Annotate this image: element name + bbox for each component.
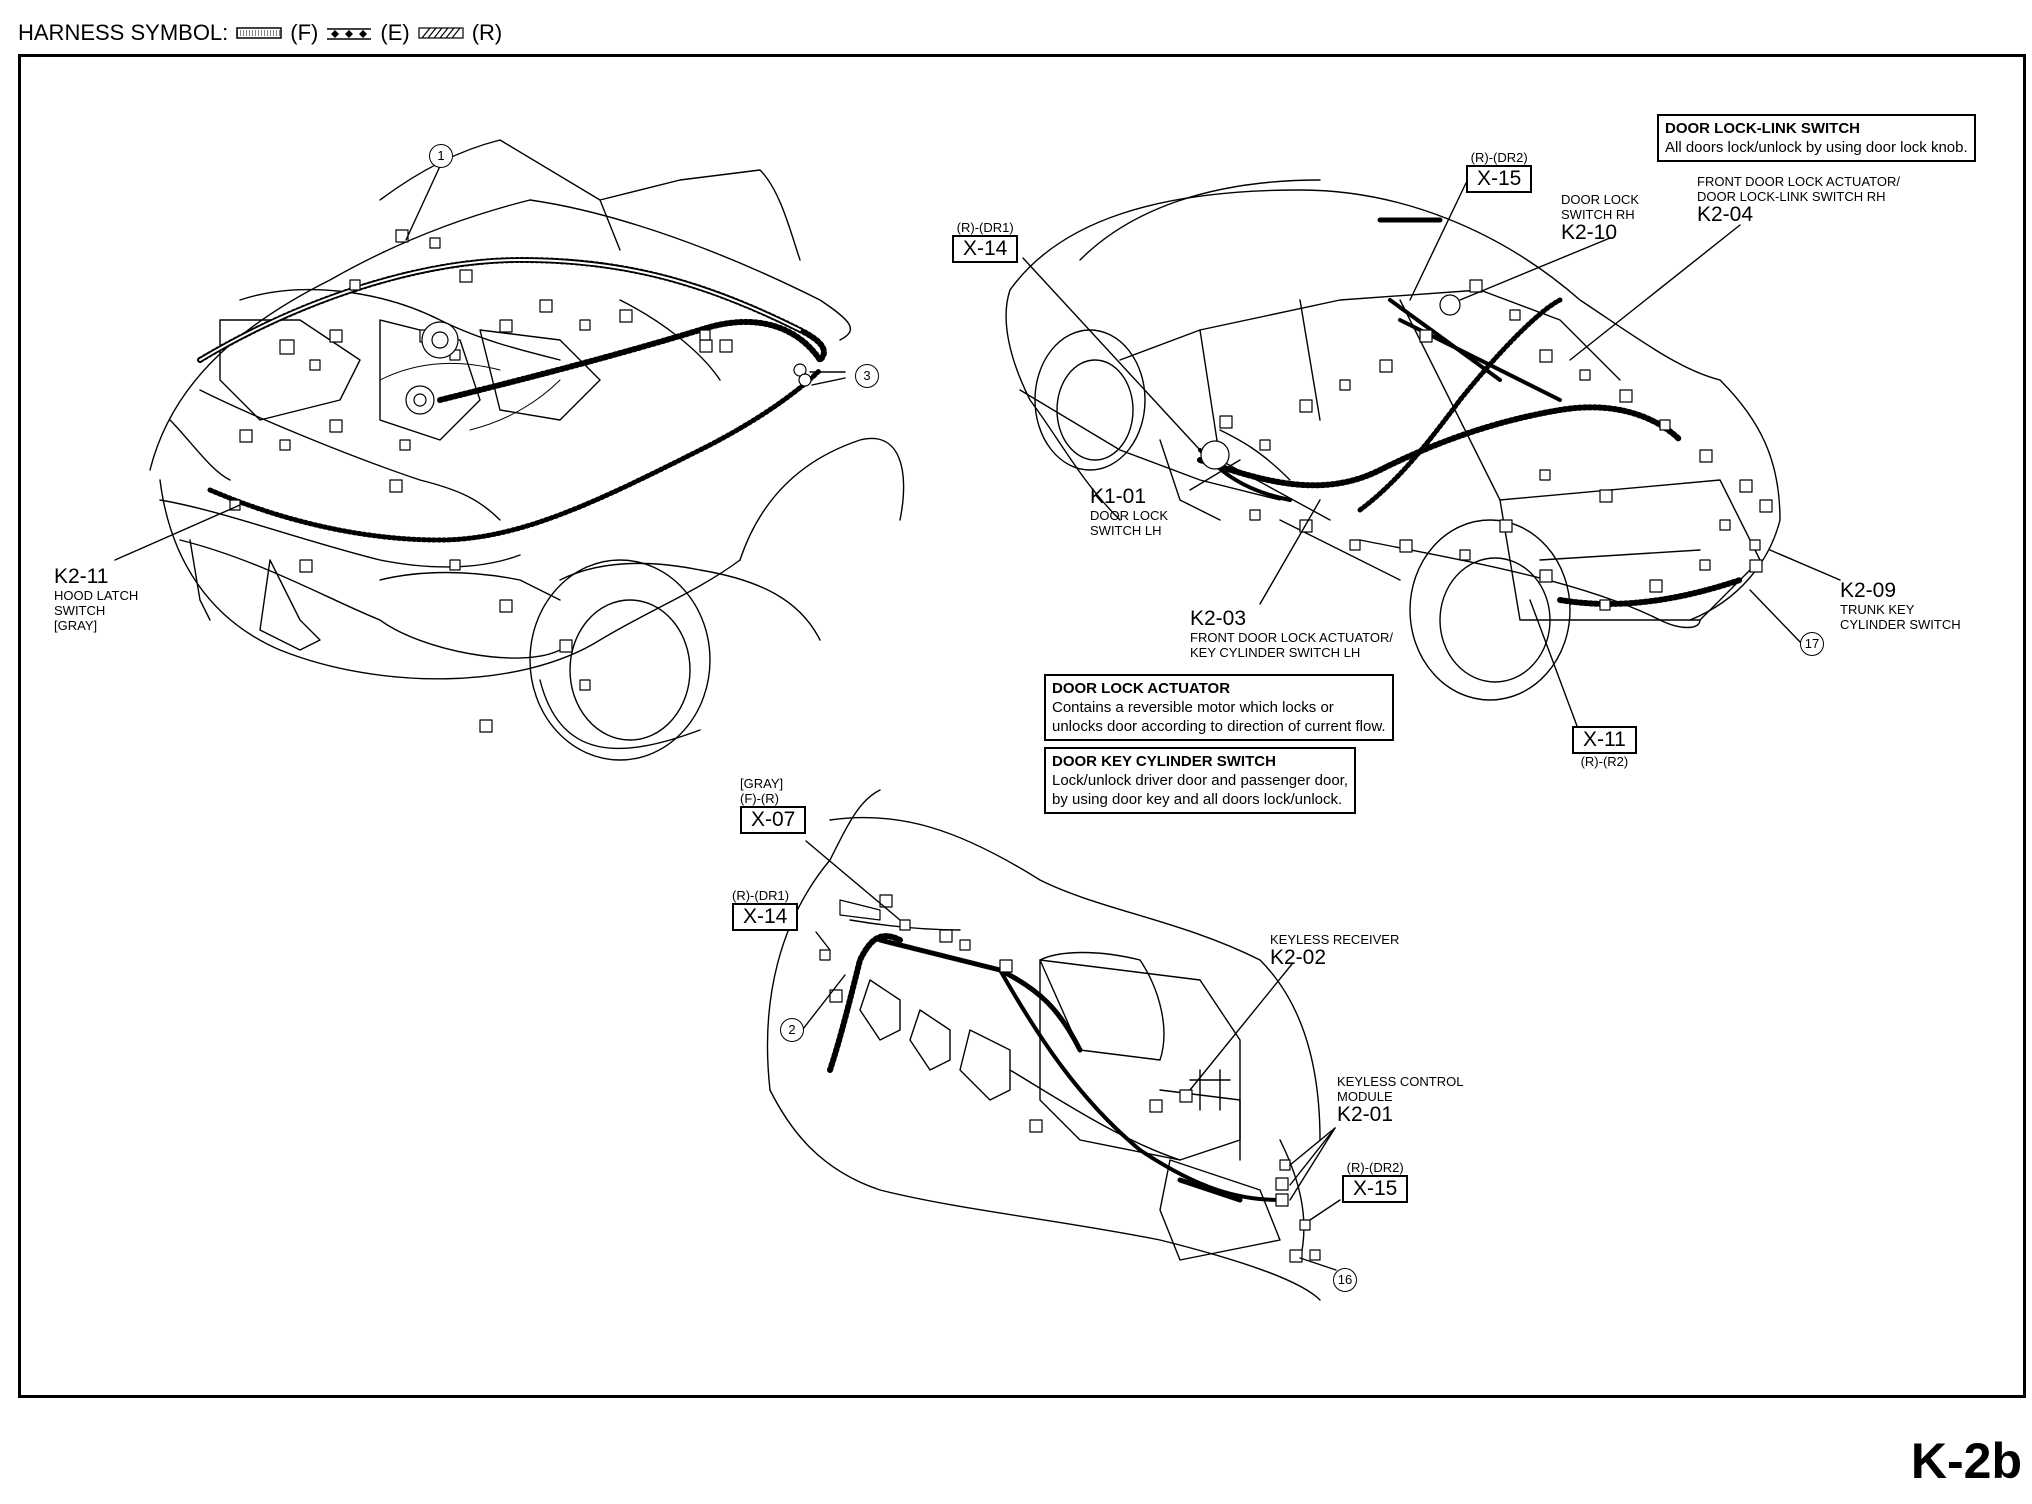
connector-code: K1-01: [1090, 485, 1147, 508]
front-leaders: [114, 163, 846, 561]
connector-k2-04: FRONT DOOR LOCK ACTUATOR/ DOOR LOCK-LINK…: [1697, 174, 1900, 226]
info-box-door-key-cylinder: DOOR KEY CYLINDER SWITCH Lock/unlock dri…: [1044, 747, 1357, 814]
harness-tag: (F)-(R): [740, 791, 779, 806]
harness-symbol-legend: HARNESS SYMBOL: (F) (E) (R): [18, 20, 502, 46]
harness-ref-x07: [GRAY] (F)-(R) X-07: [740, 776, 807, 834]
callout-16: 16: [1333, 1268, 1357, 1292]
dotted-band-symbol: [236, 27, 283, 39]
rear-connectors: [1200, 279, 1773, 611]
connector-k2-11: K2-11 HOOD LATCH SWITCH [GRAY]: [54, 565, 139, 634]
info-box-text: Lock/unlock driver door and passenger do…: [1052, 772, 1349, 789]
callout-1: 1: [429, 144, 453, 168]
callout-3: 3: [855, 364, 879, 388]
info-box-text: unlocks door according to direction of c…: [1052, 718, 1386, 735]
info-box-text: Contains a reversible motor which locks …: [1052, 699, 1334, 716]
connector-k2-01: KEYLESS CONTROL MODULE K2-01: [1337, 1074, 1463, 1126]
connector-desc: KEYLESS CONTROL: [1337, 1074, 1464, 1089]
connector-desc: SWITCH LH: [1090, 523, 1162, 538]
harness-code-box: X-14: [732, 903, 799, 931]
info-box-door-lock-actuator: DOOR LOCK ACTUATOR Contains a reversible…: [1044, 674, 1394, 741]
connector-code: K2-01: [1337, 1103, 1394, 1126]
info-box-text: by using door key and all doors lock/unl…: [1052, 791, 1343, 808]
rear-leaders: [1022, 182, 1841, 727]
connector-desc: CYLINDER SWITCH: [1840, 617, 1961, 632]
info-box-text: All doors lock/unlock by using door lock…: [1665, 139, 1968, 156]
dash-drawing: [766, 789, 1321, 1301]
connector-desc: KEYLESS RECEIVER: [1270, 932, 1400, 947]
callout-17: 17: [1800, 632, 1824, 656]
front-connectors: [229, 229, 812, 733]
harness-code-box: X-11: [1572, 726, 1637, 754]
connector-code: K2-11: [54, 565, 109, 588]
connector-desc: [GRAY]: [54, 618, 98, 633]
harness-tag: [GRAY]: [740, 776, 784, 791]
connector-k1-01: K1-01 DOOR LOCK SWITCH LH: [1090, 485, 1169, 539]
harness-code-box: X-14: [952, 235, 1019, 263]
info-box-door-lock-link: DOOR LOCK-LINK SWITCH All doors lock/unl…: [1657, 114, 1976, 162]
legend-code-f: (F): [290, 20, 319, 45]
harness-ref-x14-top: (R)-(DR1) X-14: [952, 220, 1019, 263]
legend-code-e: (E): [380, 20, 410, 45]
dash-leaders: [802, 840, 1341, 1271]
harness-tag: (R)-(DR1): [956, 220, 1014, 235]
connector-desc: SWITCH: [54, 603, 106, 618]
rear-car-drawing: [1005, 179, 1781, 701]
connector-desc: MODULE: [1337, 1089, 1393, 1104]
hatched-band-symbol: [418, 27, 464, 39]
harness-tag: (R)-(R2): [1580, 754, 1629, 769]
info-box-title: DOOR LOCK ACTUATOR: [1052, 680, 1231, 697]
connector-k2-02: KEYLESS RECEIVER K2-02: [1270, 932, 1399, 969]
connector-k2-10: DOOR LOCK SWITCH RH K2-10: [1561, 192, 1639, 244]
harness-ref-x14-bottom: (R)-(DR1) X-14: [732, 888, 799, 931]
connector-desc: SWITCH RH: [1561, 207, 1635, 222]
connector-desc: DOOR LOCK: [1561, 192, 1640, 207]
harness-code-box: X-07: [740, 806, 807, 834]
connector-code: K2-09: [1840, 579, 1897, 602]
connector-desc: TRUNK KEY: [1840, 602, 1915, 617]
harness-tag: (R)-(DR2): [1346, 1160, 1404, 1175]
legend-code-r: (R): [471, 20, 503, 45]
diagram-frame: [18, 54, 2026, 1398]
rear-harness: [1197, 217, 1743, 607]
dash-connectors: [819, 894, 1321, 1263]
connector-desc: FRONT DOOR LOCK ACTUATOR/: [1697, 174, 1900, 189]
harness-ref-x11: X-11 (R)-(R2): [1572, 726, 1637, 769]
harness-tag: (R)-(DR2): [1470, 150, 1528, 165]
diamond-chain-symbol: [327, 28, 372, 40]
info-box-title: DOOR LOCK-LINK SWITCH: [1665, 120, 1860, 137]
page-id: K-2b: [1910, 1433, 2022, 1489]
connector-desc: HOOD LATCH: [54, 588, 139, 603]
harness-ref-x15-bottom: (R)-(DR2) X-15: [1342, 1160, 1409, 1203]
front-car-drawing: [149, 139, 905, 761]
connector-desc: KEY CYLINDER SWITCH LH: [1190, 645, 1361, 660]
connector-desc: DOOR LOCK: [1090, 508, 1169, 523]
connector-desc: DOOR LOCK-LINK SWITCH RH: [1697, 189, 1886, 204]
connector-k2-09: K2-09 TRUNK KEY CYLINDER SWITCH: [1840, 579, 1961, 633]
harness-code-box: X-15: [1466, 165, 1533, 193]
harness-tag: (R)-(DR1): [732, 888, 790, 903]
connector-code: K2-03: [1190, 607, 1247, 630]
info-box-title: DOOR KEY CYLINDER SWITCH: [1052, 753, 1276, 770]
connector-code: K2-02: [1270, 946, 1327, 969]
legend-title: HARNESS SYMBOL:: [18, 20, 229, 45]
connector-code: K2-10: [1561, 221, 1618, 244]
front-harness: [197, 257, 827, 543]
callout-2: 2: [780, 1018, 804, 1042]
harness-code-box: X-15: [1342, 1175, 1409, 1203]
harness-ref-x15-top: (R)-(DR2) X-15: [1466, 150, 1533, 193]
connector-k2-03: K2-03 FRONT DOOR LOCK ACTUATOR/ KEY CYLI…: [1190, 607, 1393, 661]
connector-desc: FRONT DOOR LOCK ACTUATOR/: [1190, 630, 1393, 645]
connector-code: K2-04: [1697, 203, 1754, 226]
